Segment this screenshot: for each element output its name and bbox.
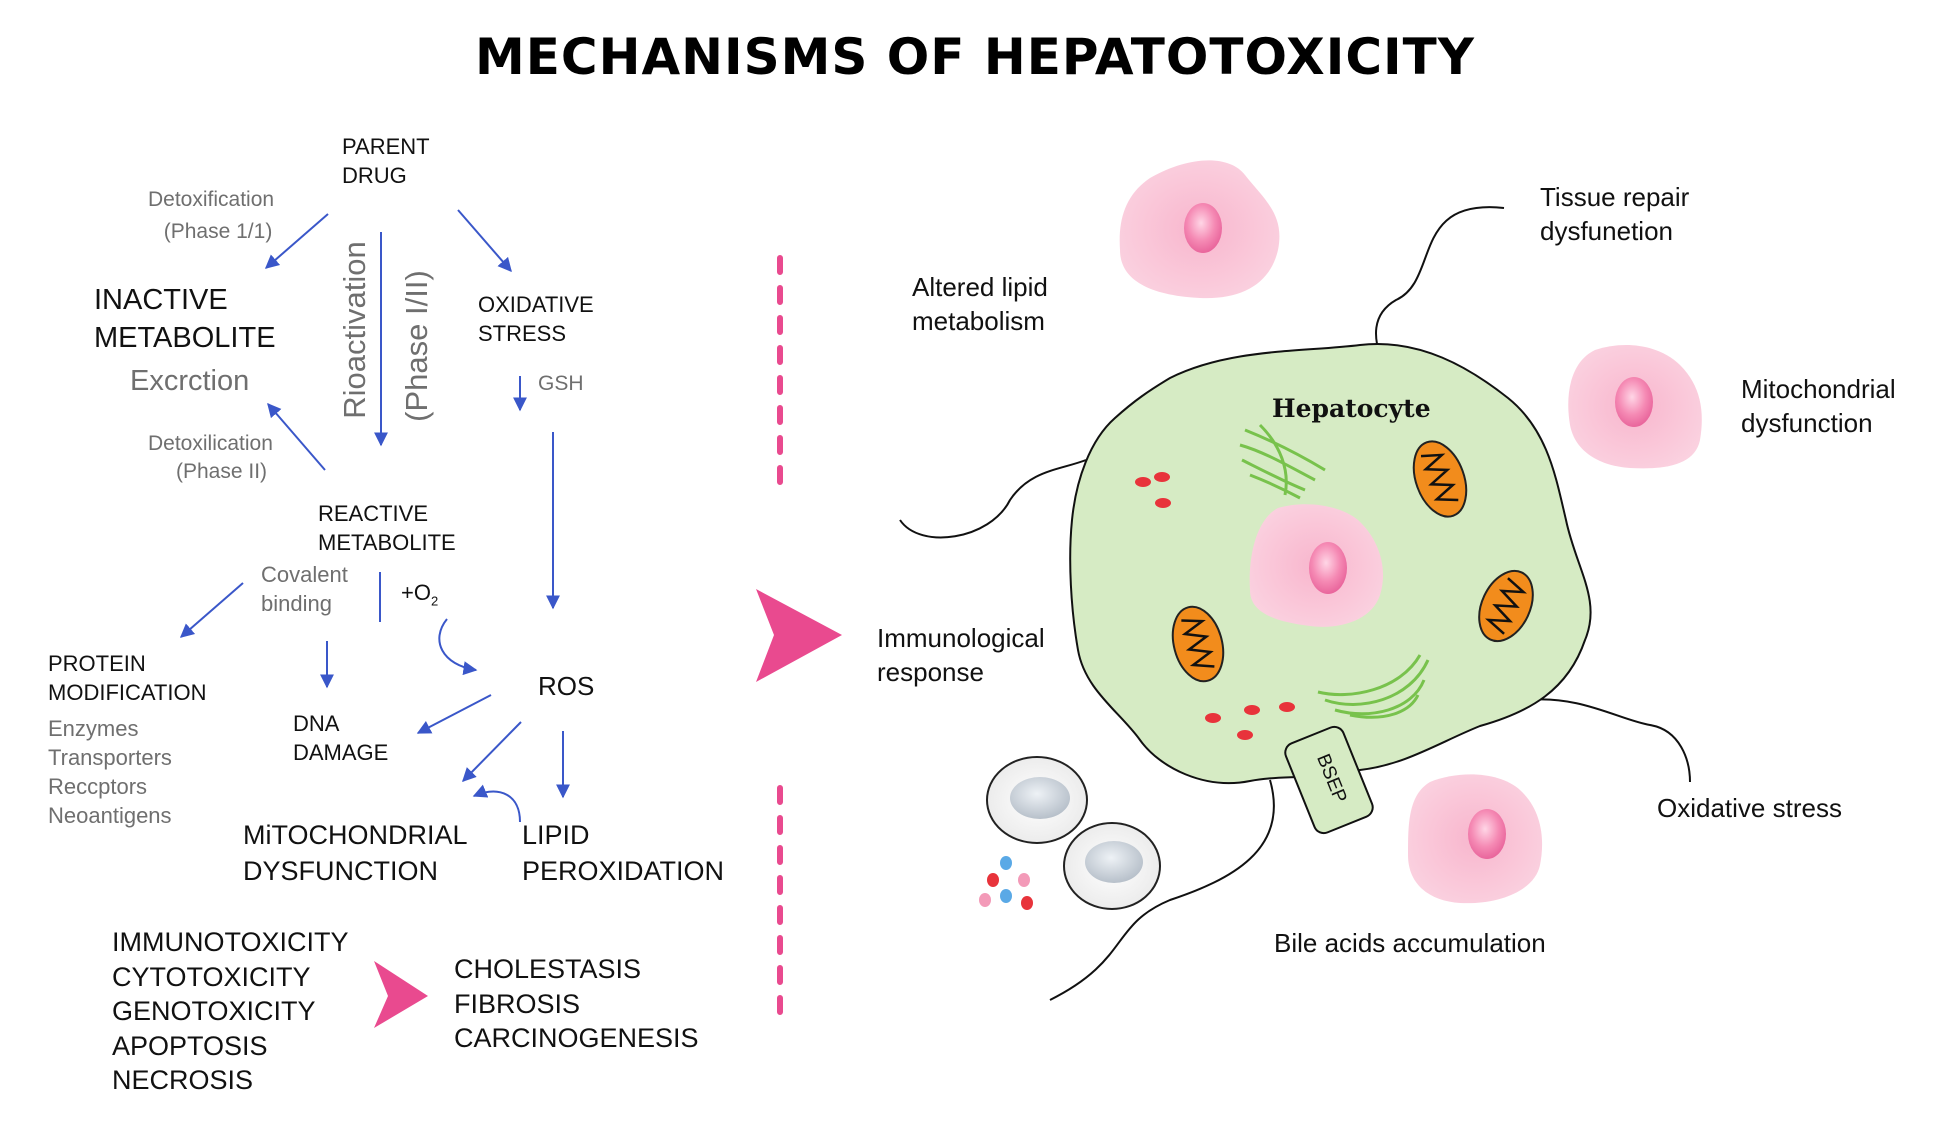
connector-oxidative [1527, 698, 1691, 783]
lipid-peroxidation-label: LIPID PEROXIDATION [522, 820, 725, 886]
arrow-to-oxidative [457, 209, 512, 273]
arrow-detox-phase2 [267, 402, 326, 471]
altered-lipid-label: Altered lipid metabolism [912, 272, 1048, 337]
mitochondrion-2 [1478, 569, 1534, 643]
mitochondrion-1 [1412, 440, 1468, 518]
hepatocyte-label: Hepatocyte [1272, 394, 1431, 423]
arrow-to-protein [179, 582, 244, 638]
connector-bile [1049, 779, 1275, 1001]
bile-acids-label: Bile acids accumulation [1274, 928, 1546, 958]
reactive-metabolite-label: REACTIVE METABOLITE [318, 501, 456, 556]
outcome-list: CHOLESTASIS FIBROSIS CARCINOGENESIS [454, 954, 699, 1054]
dna-damage-label: DNA DAMAGE [293, 711, 389, 766]
lipid-droplets [1135, 472, 1295, 740]
bioactivation-phase-label: (Phase I/II) [399, 270, 434, 422]
toxicity-list: IMMUNOTOXICITY CYTOTOXICITY GENOTOXICITY… [112, 927, 349, 1096]
immune-cell-2 [1063, 822, 1161, 910]
excretion-label: Excrction [130, 365, 250, 397]
covalent-binding-label: Covalent binding [261, 562, 348, 617]
pink-cell-top [1119, 160, 1280, 299]
toxicity-to-outcome-arrow [374, 961, 428, 1028]
o2-label: +O2 [401, 580, 439, 609]
arrow-ros-to-mito [462, 721, 522, 782]
mito-dysfunction-right-label: Mitochondrial dysfunction [1741, 374, 1896, 439]
central-nucleus [1309, 542, 1347, 594]
protein-modification-label: PROTEIN MODIFICATION [48, 651, 207, 706]
mito-dysfunction-label: MiTOCHONDRIAL DYSFUNCTION [243, 820, 468, 886]
er-top [1239, 423, 1326, 500]
arrow-lipid-curve [472, 784, 521, 823]
inactive-metabolite-label: INACTIVE METABOLITE [94, 284, 276, 355]
ros-label: ROS [538, 671, 595, 701]
arrow-to-inactive [264, 213, 329, 269]
hepatocyte-organelles [1135, 423, 1534, 740]
cytokine-particles [979, 856, 1033, 910]
protein-targets-list: Enzymes Transporters Reccptors Neoantige… [48, 716, 172, 829]
mitochondrion-3 [1171, 605, 1225, 683]
immunological-label: Immunological response [877, 623, 1045, 688]
page-title: MECHANISMS OF HEPATOTOXICITY [475, 28, 1475, 86]
immune-cell-1 [986, 756, 1088, 844]
arrow-o2-curve [438, 618, 478, 676]
gsh-label: GSH [538, 372, 584, 395]
parent-drug-label: PARENT DRUG [342, 134, 430, 189]
bsep-transporter [1284, 725, 1374, 835]
connector-immunological [899, 459, 1087, 539]
oxidative-stress-right-label: Oxidative stress [1657, 793, 1842, 823]
oxidative-stress-label: OXIDATIVE STRESS [478, 292, 594, 347]
connector-lines [899, 206, 1691, 1001]
pink-cell-bottom [1408, 774, 1543, 904]
tissue-repair-label: Tissue repair dysfunetion [1540, 182, 1690, 247]
connector-tissue-repair [1375, 206, 1505, 357]
pink-cell-right [1568, 345, 1702, 469]
pathway-arrows [179, 209, 570, 823]
detox-phase2-label: Detoxilication (Phase II) [148, 432, 273, 483]
bioactivation-label: Rioactivation [337, 241, 372, 419]
er-bottom [1317, 654, 1430, 719]
center-pointer-arrow [756, 589, 842, 682]
arrow-ros-to-dna [416, 694, 492, 734]
detox-phase1-label: Detoxification (Phase 1/1) [148, 188, 275, 243]
